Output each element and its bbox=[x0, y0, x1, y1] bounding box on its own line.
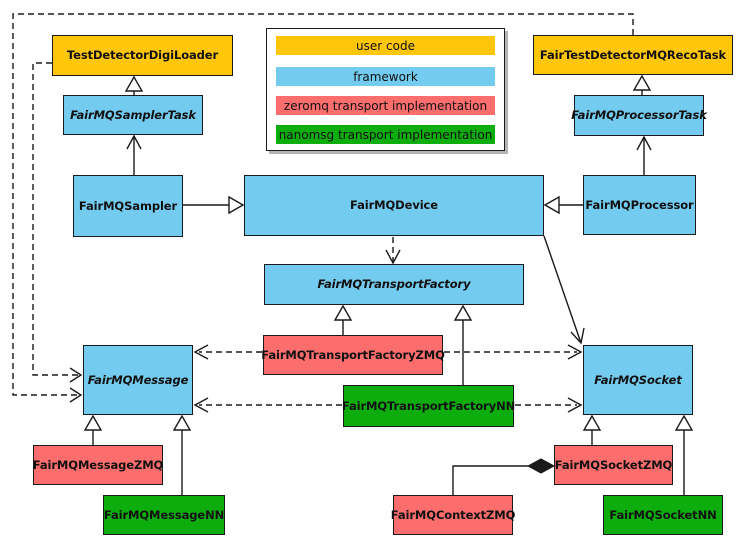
node-fairmqprocessor: FairMQProcessor bbox=[583, 175, 696, 235]
edge-mgn-to-msg-inheritance bbox=[172, 414, 192, 495]
legend-label: user code bbox=[356, 38, 415, 53]
edge-dev-to-sck-association bbox=[543, 235, 585, 345]
edge-tdl-to-msg-dependency bbox=[32, 62, 83, 383]
legend-label: zeromq transport implementation bbox=[283, 98, 488, 113]
legend-label: framework bbox=[353, 69, 418, 84]
edge-tfn-to-tf-inheritance bbox=[453, 304, 473, 385]
node-fairmqtransportfactory: FairMQTransportFactory bbox=[264, 264, 524, 305]
node-fairmqsocket: FairMQSocket bbox=[583, 345, 693, 415]
node-fairmqcontextzmq: FairMQContextZMQ bbox=[391, 495, 515, 535]
edge-tfn-to-sck-dependency bbox=[515, 397, 583, 413]
edge-tfz-to-tf-inheritance bbox=[333, 304, 353, 335]
edge-prc-to-prt-association bbox=[636, 135, 652, 175]
edge-ctx-to-skz-composition bbox=[452, 458, 556, 495]
edge-smp-to-dev-inheritance bbox=[183, 195, 245, 215]
node-fairmqtransportfactorynn: FairMQTransportFactoryNN bbox=[342, 385, 515, 427]
node-fairmqprocessortask: FairMQProcessorTask bbox=[571, 95, 707, 136]
legend-box: user code framework zeromq transport imp… bbox=[266, 28, 505, 151]
node-fairmqtransportfactoryzmq: FairMQTransportFactoryZMQ bbox=[261, 335, 445, 375]
node-fairmqsamplertask: FairMQSamplerTask bbox=[63, 95, 203, 135]
edge-dev-to-tf-dependency bbox=[385, 237, 401, 265]
node-fairmqsocketnn: FairMQSocketNN bbox=[603, 495, 723, 535]
legend-item-user-code: user code bbox=[276, 36, 495, 55]
node-fairmqmessagenn: FairMQMessageNN bbox=[103, 495, 225, 535]
edge-smt-to-tdl-inheritance bbox=[124, 75, 144, 95]
edge-smp-to-smt-association bbox=[126, 134, 142, 175]
node-fairmqsampler: FairMQSampler bbox=[73, 175, 183, 237]
edge-tfz-to-sck-dependency bbox=[444, 344, 583, 360]
legend-item-zeromq-transport: zeromq transport implementation bbox=[276, 96, 495, 115]
node-fairmqsocketzmq: FairMQSocketZMQ bbox=[554, 445, 673, 485]
node-testdetectordigiloader: TestDetectorDigiLoader bbox=[52, 35, 233, 76]
edge-prc-to-dev-inheritance bbox=[543, 195, 583, 215]
node-fairtestdetectormqrecotask: FairTestDetectorMQRecoTask bbox=[533, 35, 733, 75]
node-fairmqmessagezmq: FairMQMessageZMQ bbox=[33, 445, 163, 485]
edge-skn-to-sck-inheritance bbox=[674, 414, 694, 495]
edge-tfz-to-msg-dependency bbox=[193, 344, 262, 360]
node-fairmqmessage: FairMQMessage bbox=[83, 345, 193, 415]
legend-item-framework: framework bbox=[276, 67, 495, 86]
edge-prt-to-ftd-inheritance bbox=[632, 74, 652, 95]
edge-ftd-to-msg-dependency bbox=[12, 13, 634, 403]
node-fairmqdevice: FairMQDevice bbox=[244, 175, 544, 236]
edge-skz-to-sck-inheritance bbox=[582, 414, 602, 445]
legend-item-nanomsg-transport: nanomsg transport implementation bbox=[276, 125, 495, 144]
edge-mgz-to-msg-inheritance bbox=[83, 414, 103, 445]
legend-label: nanomsg transport implementation bbox=[278, 127, 493, 142]
edge-tfn-to-msg-dependency bbox=[193, 397, 342, 413]
